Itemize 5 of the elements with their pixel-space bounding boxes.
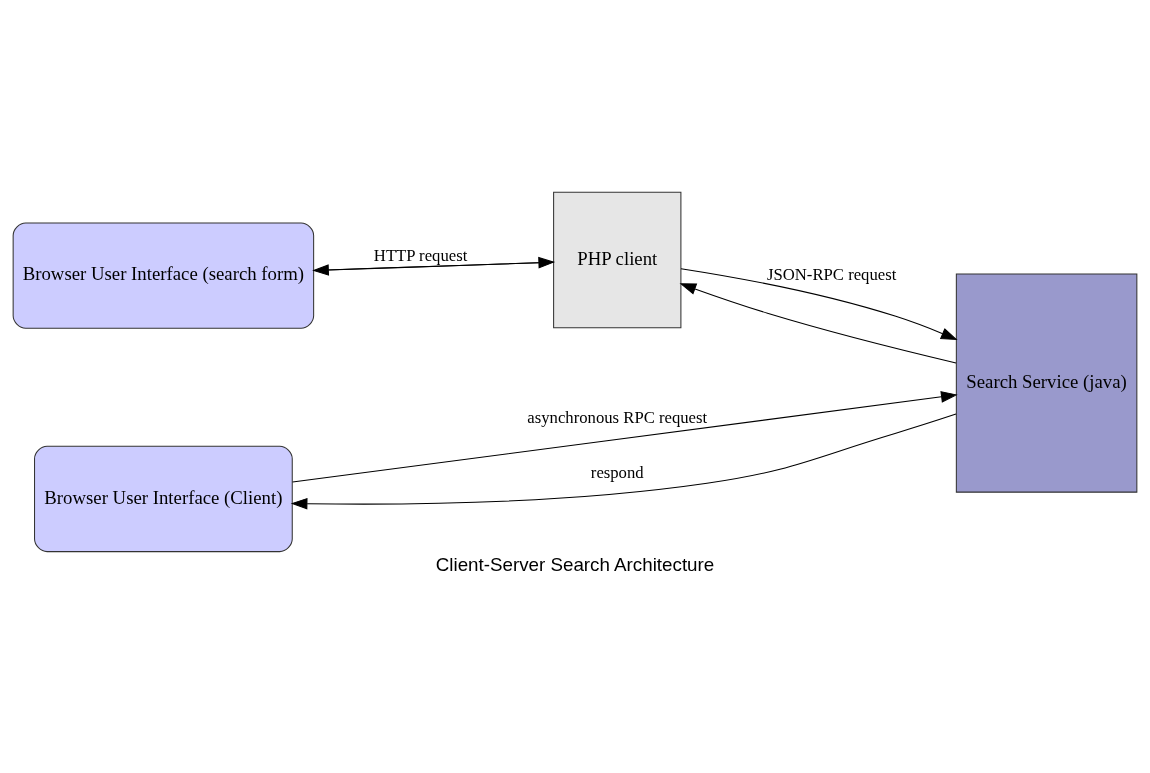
edge-label: JSON-RPC request: [767, 264, 897, 284]
edge-label: HTTP request: [373, 245, 468, 265]
edge-label: respond: [590, 462, 644, 482]
caption: Client-Server Search Architecture: [435, 553, 715, 575]
edge-label: asynchronous RPC request: [527, 407, 708, 427]
